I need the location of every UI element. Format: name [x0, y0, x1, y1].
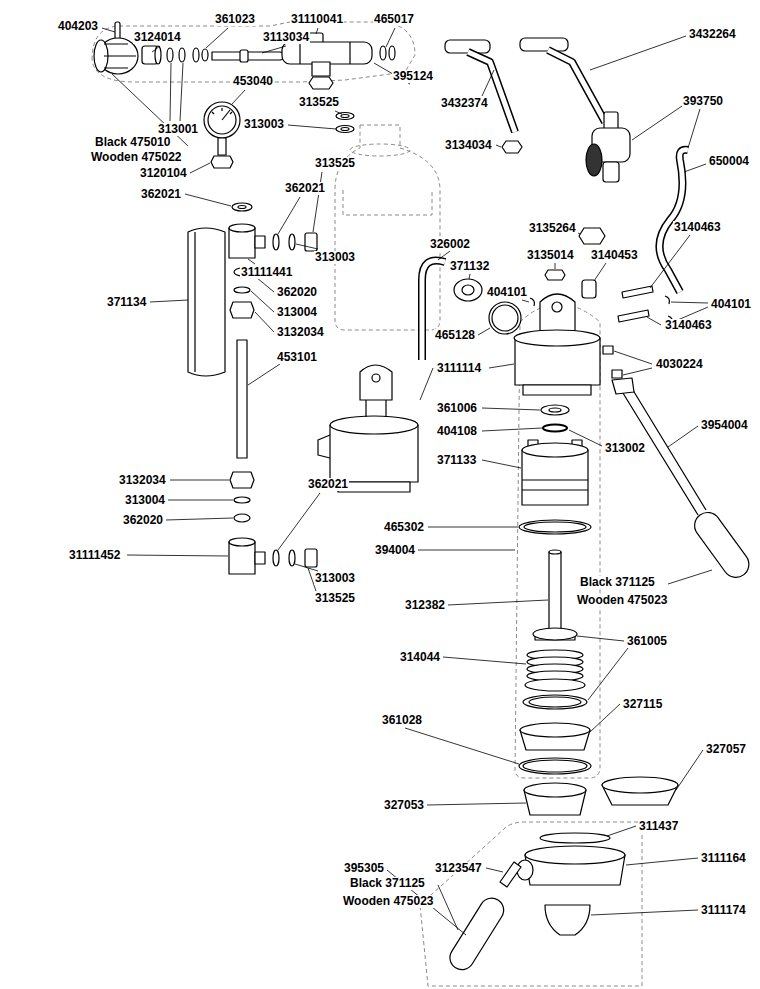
callout-number: 465128 [434, 329, 476, 342]
callout-number: 650004 [708, 155, 750, 168]
callout-number: 313525 [298, 96, 340, 109]
callout-number: 31111452 [68, 549, 121, 562]
callout-number: 395305 [343, 862, 385, 875]
callout-number: 313003 [243, 118, 285, 131]
callout-number: 3140463 [673, 221, 722, 234]
callout-number: 326002 [429, 238, 471, 251]
callout-number: 313004 [276, 306, 318, 319]
callout-number: 361005 [626, 635, 668, 648]
callout-number: 395124 [392, 70, 434, 83]
callout-number: 3124014 [133, 31, 182, 44]
part-label: Wooden 475023 [342, 895, 434, 908]
callout-number: 465302 [383, 521, 425, 534]
callout-number: 313004 [124, 494, 166, 507]
callout-number: 371134 [106, 296, 147, 309]
callout-number: 361028 [381, 714, 423, 727]
part-label: Black 475010 [94, 136, 171, 149]
callout-number: 393750 [682, 95, 724, 108]
callout-number: 3954004 [700, 419, 749, 432]
callout-number: 394004 [374, 544, 416, 557]
callout-number: 465017 [373, 13, 415, 26]
callout-number: 3135014 [526, 249, 575, 262]
callout-number: 311437 [638, 820, 679, 833]
callout-number: 453040 [232, 75, 274, 88]
callout-number: 3432374 [440, 97, 489, 110]
callout-number: 313525 [314, 157, 356, 170]
callout-number: 371132 [449, 260, 490, 273]
callout-number: 362021 [140, 188, 182, 201]
callout-number: 312382 [404, 599, 446, 612]
part-label: Wooden 475022 [90, 151, 182, 164]
callout-number: 3113034 [262, 31, 310, 44]
callout-number: 3111174 [700, 904, 747, 917]
callout-number: 327053 [383, 799, 425, 812]
callout-number: 453101 [276, 351, 318, 364]
callout-number: 362021 [307, 478, 349, 491]
callout-number: 3120104 [139, 167, 188, 180]
callout-number: 327057 [705, 743, 747, 756]
callout-number: 3132034 [118, 474, 167, 487]
part-label: Black 371125 [579, 576, 656, 589]
callout-number: 362020 [276, 286, 318, 299]
callout-number: 404101 [710, 298, 752, 311]
callout-number: 313001 [157, 123, 199, 136]
callout-number: 3123547 [434, 862, 483, 875]
callout-number: 31111441 [240, 266, 293, 279]
part-label: Wooden 475023 [576, 594, 668, 607]
callout-number: 3134034 [444, 139, 493, 152]
callout-number: 371133 [436, 454, 477, 467]
callout-number: 313525 [314, 592, 356, 605]
callout-number: 361023 [214, 13, 256, 26]
callout-number: 362020 [122, 514, 164, 527]
part-label: Black 371125 [349, 877, 426, 890]
callout-number: 4030224 [655, 358, 704, 371]
callout-number: 404203 [57, 20, 99, 33]
callout-number: 3140453 [590, 249, 639, 262]
callout-number: 3432264 [688, 28, 737, 41]
callout-number: 404101 [486, 286, 528, 299]
callout-number: 362021 [284, 182, 326, 195]
callout-number: 3135264 [528, 222, 577, 235]
callout-number: 3132034 [276, 326, 325, 339]
callout-number: 3140463 [664, 319, 713, 332]
callout-number: 31110041 [290, 13, 344, 26]
callout-number: 313003 [314, 251, 356, 264]
callout-number: 3111114 [436, 362, 482, 375]
callout-number: 361006 [436, 402, 478, 415]
callout-number: 313003 [314, 572, 356, 585]
callout-number: 327115 [622, 698, 663, 711]
callout-number: 314044 [399, 651, 441, 664]
callout-number: 313002 [604, 442, 646, 455]
callout-number: 3111164 [700, 852, 747, 865]
callout-number: 404108 [436, 425, 478, 438]
